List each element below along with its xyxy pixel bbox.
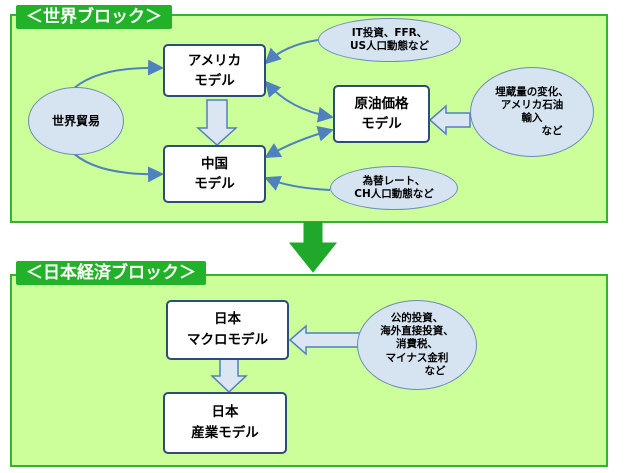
- america-inputs-line1: IT投資、FFR、: [351, 26, 428, 39]
- arrow-oil-inputs-to-oil: [428, 104, 471, 136]
- oil-model-line2: モデル: [361, 116, 402, 132]
- arrow-america-oil: [264, 80, 334, 123]
- arrow-trade-to-america: [69, 59, 164, 93]
- china-model-box: 中国 モデル: [163, 145, 266, 203]
- china-inputs-line1: 為替レート、: [362, 174, 426, 187]
- policy-inputs-line5: など: [424, 364, 446, 377]
- policy-inputs-line4: マイナス金利: [385, 351, 449, 364]
- america-inputs-oval: IT投資、FFR、 US人口動態など: [318, 18, 461, 62]
- policy-inputs-line2: 海外直接投資、: [380, 325, 454, 338]
- oil-model-line1: 原油価格: [354, 96, 409, 112]
- policy-inputs-line1: 公的投資、: [390, 312, 444, 325]
- arrow-america-to-china: [196, 99, 238, 147]
- japan-macro-line1: 日本: [214, 311, 241, 327]
- arrow-ch-inputs-to-china: [264, 175, 331, 191]
- arrow-trade-to-china: [69, 149, 164, 183]
- china-inputs-oval: 為替レート、 CH人口動態など: [330, 166, 458, 210]
- arrow-macro-to-industry: [210, 358, 248, 394]
- arrow-china-oil: [264, 125, 334, 159]
- oil-inputs-line4: など: [541, 125, 563, 138]
- arrow-world-to-japan: [288, 221, 338, 273]
- world-trade-label: 世界貿易: [51, 113, 100, 128]
- oil-inputs-line1: 埋蔵量の変化、: [495, 85, 569, 98]
- oil-model-box: 原油価格 モデル: [333, 85, 430, 143]
- oil-inputs-line3: 輸入: [521, 112, 543, 124]
- china-model-line2: モデル: [194, 176, 235, 192]
- japan-industry-line1: 日本: [211, 404, 239, 420]
- japan-macro-line2: マクロモデル: [187, 332, 268, 348]
- arrow-policy-to-macro: [288, 324, 361, 356]
- japan-block-panel: [10, 274, 608, 467]
- japan-macro-model-box: 日本 マクロモデル: [166, 300, 289, 360]
- oil-inputs-line2: アメリカ石油: [500, 98, 564, 111]
- policy-inputs-line3: 消費税、: [396, 338, 438, 351]
- oil-inputs-oval: 埋蔵量の変化、 アメリカ石油 輸入 など: [470, 67, 594, 157]
- japan-block-title: ＜日本経済ブロック＞: [16, 261, 206, 285]
- world-trade-oval: 世界貿易: [28, 87, 124, 155]
- arrow-us-inputs-to-america: [264, 39, 319, 65]
- world-block-title: ＜世界ブロック＞: [16, 5, 172, 29]
- policy-inputs-oval: 公的投資、 海外直接投資、 消費税、 マイナス金利 など: [357, 300, 477, 390]
- japan-industry-line2: 産業モデル: [191, 425, 259, 441]
- america-model-box: アメリカ モデル: [163, 44, 266, 97]
- japan-industry-model-box: 日本 産業モデル: [163, 392, 287, 454]
- china-inputs-line2: CH人口動態など: [354, 188, 434, 200]
- america-model-line2: モデル: [194, 72, 235, 89]
- america-model-line1: アメリカ: [187, 52, 242, 69]
- china-model-line1: 中国: [201, 156, 228, 172]
- america-inputs-line2: US人口動態など: [349, 40, 430, 52]
